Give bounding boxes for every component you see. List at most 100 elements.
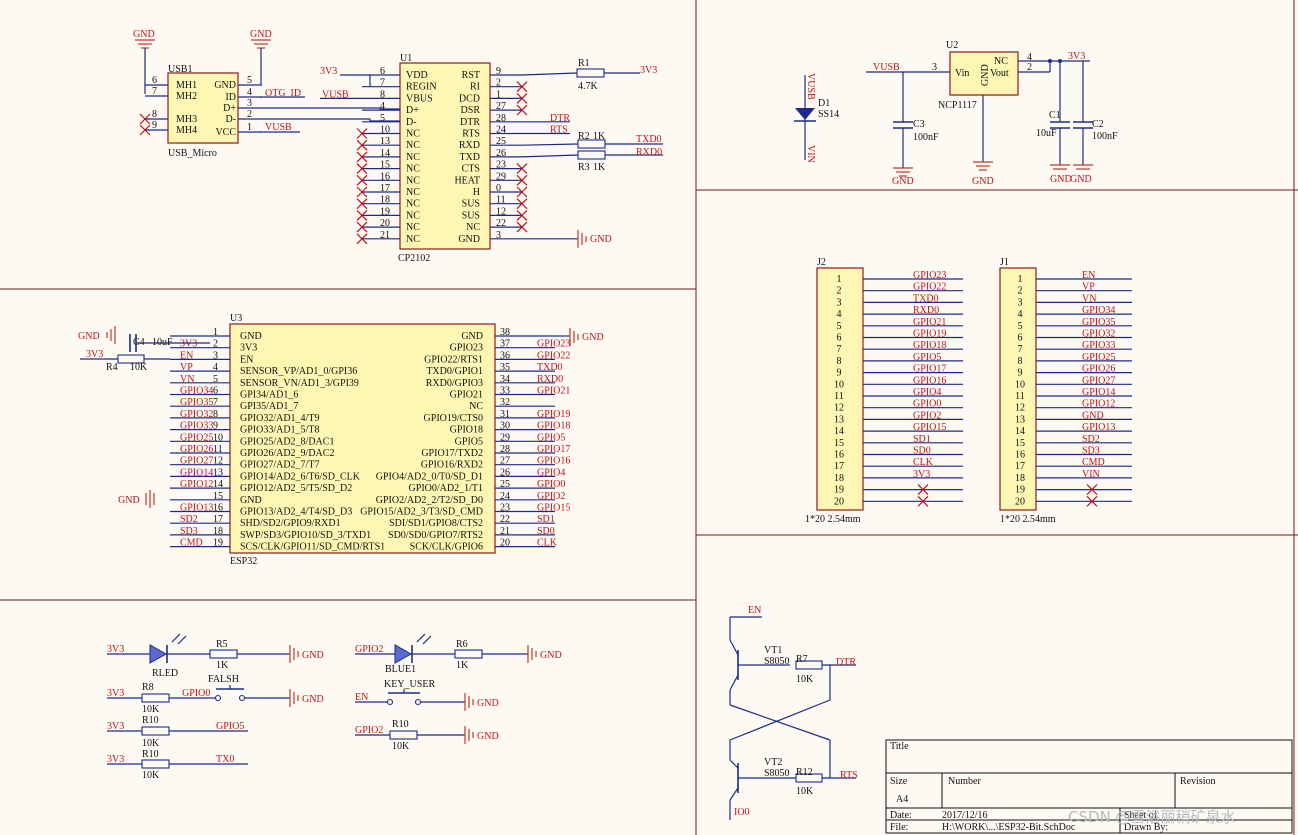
cp2102-pin-name: CTS xyxy=(462,164,480,175)
usb-pin-number: 5 xyxy=(247,75,252,86)
j2-pin-number: 18 xyxy=(834,473,844,484)
j2-pin-number: 4 xyxy=(837,309,842,320)
r10a-io: GPIO5 xyxy=(216,721,244,732)
blue-net: GPIO2 xyxy=(355,644,383,655)
j1-net-label: GPIO27 xyxy=(1082,375,1115,386)
cp2102-pin-name: RI xyxy=(470,82,480,93)
r2-net: TXD0 xyxy=(636,134,662,145)
usb-ref: USB1 xyxy=(168,64,192,75)
cp2102-pin-name: NC xyxy=(406,152,420,163)
esp32-net-label: GPIO23 xyxy=(537,339,570,350)
cp2102-pin-name: NC xyxy=(406,129,420,140)
j2-pin-number: 10 xyxy=(834,379,844,390)
j1-pin-number: 15 xyxy=(1015,438,1025,449)
r6-ref: R6 xyxy=(456,639,468,650)
esp32-net-label: GPIO19 xyxy=(537,409,570,420)
j1-pin-number: 14 xyxy=(1015,426,1025,437)
ldo-pin-in: 3 xyxy=(932,62,937,73)
esp32-net-label: GPIO26 xyxy=(180,444,213,455)
rled-net: 3V3 xyxy=(107,644,124,655)
j2-pin-number: 5 xyxy=(837,321,842,332)
j1-net-label: GPIO33 xyxy=(1082,340,1115,351)
no-connect-mark xyxy=(356,174,368,186)
cp2102-pin-number: 29 xyxy=(496,171,506,182)
indicator-section: 3V3 RLED R5 1K GND 3V3 R8 10K GPIO0 FALS… xyxy=(107,633,562,781)
cp2102-ref: U1 xyxy=(400,53,412,64)
esp32-pin-name: GPIO27/AD2_7/T7 xyxy=(240,460,319,471)
j2-net-label: GPIO15 xyxy=(913,422,946,433)
cp2102-pin-name: H xyxy=(473,187,480,198)
j2-net-label: GPIO5 xyxy=(913,352,941,363)
esp32-pin-number: 4 xyxy=(213,362,218,373)
cp2102-pin-number: 0 xyxy=(496,183,501,194)
esp32-ref: U3 xyxy=(230,313,242,324)
j2-pin-number: 8 xyxy=(837,356,842,367)
cp2102-pin-number: 3 xyxy=(496,230,501,241)
key-btn: KEY_USER xyxy=(384,679,435,690)
r8-value: 10K xyxy=(142,704,160,715)
j1-pin-number: 18 xyxy=(1015,473,1025,484)
usb-pin-number: 3 xyxy=(247,98,252,109)
usb-gnd-label-right: GND xyxy=(250,29,272,40)
j2-net-label: GPIO16 xyxy=(913,375,946,386)
j2-net-label: GPIO23 xyxy=(913,270,946,281)
esp32-net-label: GPIO2 xyxy=(537,491,565,502)
ar-rts: RTS xyxy=(840,770,858,781)
j2-pin-number: 11 xyxy=(834,391,844,402)
cp2102-pin-name: NC xyxy=(406,164,420,175)
r10c-ref: R10 xyxy=(392,719,409,730)
esp32-pin-number: 33 xyxy=(500,386,510,397)
r6-value: 1K xyxy=(456,660,469,671)
no-connect-mark xyxy=(356,186,368,198)
cp2102-pin-number: 10 xyxy=(380,125,390,136)
no-connect-mark xyxy=(356,128,368,139)
tb-date: Date: xyxy=(890,810,912,821)
c2-value: 100nF xyxy=(1092,131,1118,142)
esp32-net-label: SD2 xyxy=(180,514,198,525)
vt2-ref: VT2 xyxy=(764,757,782,768)
j2-pin-number: 16 xyxy=(834,450,844,461)
auto-reset-circuit: EN VT1 S8050 R7 10K DTR VT2 S8050 R12 10… xyxy=(729,605,858,820)
esp32-net-label: 3V3 xyxy=(180,339,197,350)
c3-ref: C3 xyxy=(913,119,925,130)
no-connect-mark xyxy=(356,198,368,210)
esp32-pin-name: GPIO33/AD1_5/T8 xyxy=(240,425,319,436)
no-connect-mark xyxy=(516,163,528,175)
usb-pin-number: 6 xyxy=(152,75,157,86)
esp32-pin-name: GPIO0/AD2_1/T1 xyxy=(409,483,483,494)
ldo-pin-nc: 4 xyxy=(1027,52,1032,63)
esp32-pin-name: 3V3 xyxy=(240,343,257,354)
cp2102-pin-name: NC xyxy=(466,222,480,233)
esp32-pin-number: 14 xyxy=(213,479,223,490)
cp2102-pin-number: 4 xyxy=(380,101,385,112)
esp32-pin-name: GPI35/AD1_7 xyxy=(240,401,298,412)
tb-drawn: Drawn By: xyxy=(1124,822,1168,833)
no-connect-mark xyxy=(516,198,528,210)
esp32-pin-number: 24 xyxy=(500,491,510,502)
esp32-pin-name: SDI/SD1/GPIO8/CTS2 xyxy=(389,518,483,529)
esp32-pin-number: 31 xyxy=(500,409,510,420)
ldo-in-net: VUSB xyxy=(873,62,900,73)
esp32-net-label: TXD0 xyxy=(537,362,563,373)
c3-value: 100nF xyxy=(913,132,939,143)
no-connect-mark xyxy=(516,104,528,116)
j1-net-label: GPIO32 xyxy=(1082,329,1115,340)
esp32-pin-number: 25 xyxy=(500,479,510,490)
no-connect-mark xyxy=(139,113,151,125)
esp32-pin-name: GPIO4/AD2_0/T0/SD_D1 xyxy=(376,471,483,482)
c4-value: 10uF xyxy=(152,337,173,348)
esp32-pin-number: 23 xyxy=(500,503,510,514)
tb-revision: Revision xyxy=(1180,776,1216,787)
j1-pin-number: 4 xyxy=(1018,309,1023,320)
ldo-vin: Vin xyxy=(955,68,969,79)
j1-pin-number: 12 xyxy=(1015,403,1025,414)
esp32-net-label: SD3 xyxy=(180,526,198,537)
esp32-pin-name: GPIO2/AD2_2/T2/SD_D0 xyxy=(376,495,483,506)
cp2102-pin-name: NC xyxy=(406,199,420,210)
blue-ref: BLUE1 xyxy=(385,664,416,675)
esp32-pin-number: 12 xyxy=(213,456,223,467)
esp32-3v3-left: 3V3 xyxy=(86,349,103,360)
j1-pin-number: 11 xyxy=(1015,391,1025,402)
esp32-net-label: GPIO21 xyxy=(537,386,570,397)
